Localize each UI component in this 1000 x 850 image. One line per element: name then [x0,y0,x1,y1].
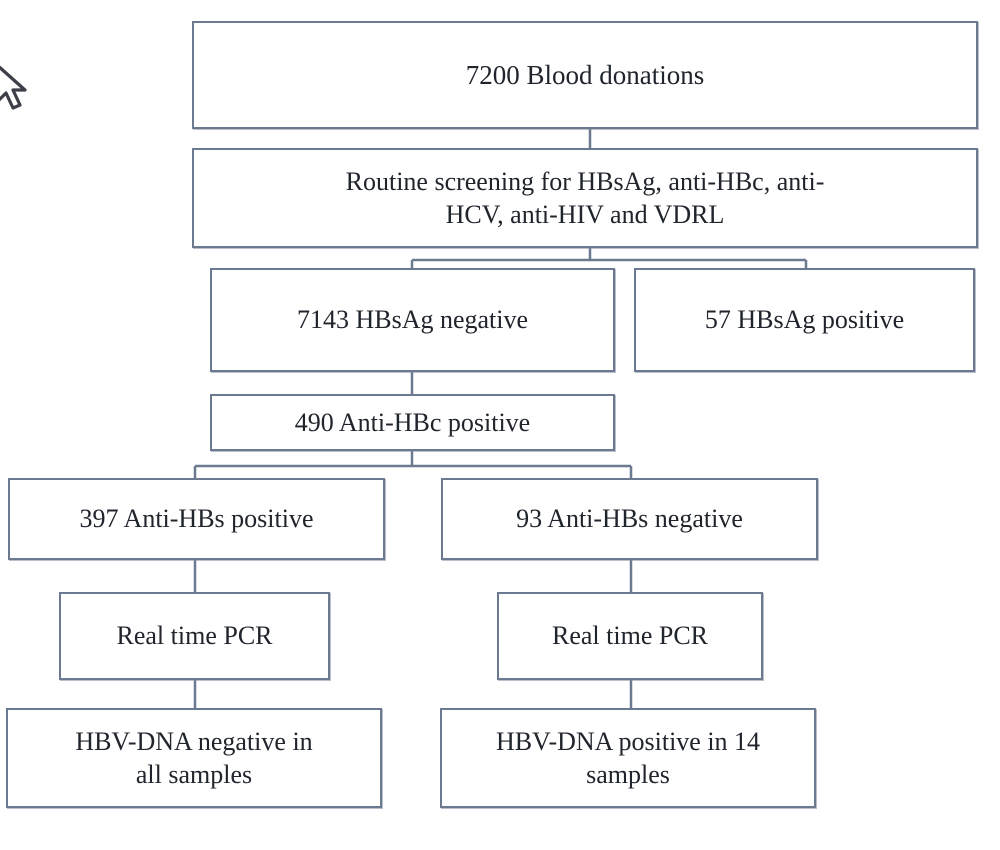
node-label: HBV-DNA negative in all samples [75,726,313,789]
node-label: HBV-DNA positive in 14 samples [495,726,761,789]
node-label: Real time PCR [552,621,708,651]
mouse-pointer-icon [0,65,27,110]
node-hbsag-negative: 7143 HBsAg negative [210,268,615,372]
node-label: 93 Anti-HBs negative [516,504,743,534]
node-antihbs-negative: 93 Anti-HBs negative [441,478,818,560]
node-label: 57 HBsAg positive [704,305,905,335]
node-label: 397 Anti-HBs positive [79,504,314,534]
node-blood-donations: 7200 Blood donations [192,21,978,129]
node-hbsag-positive: 57 HBsAg positive [634,268,975,372]
node-real-time-pcr-left: Real time PCR [59,592,330,680]
node-label: Routine screening for HBsAg, anti-HBc, a… [345,166,825,229]
node-hbvdna-negative: HBV-DNA negative in all samples [6,708,382,808]
node-antihbs-positive: 397 Anti-HBs positive [8,478,385,560]
node-hbvdna-positive: HBV-DNA positive in 14 samples [440,708,816,808]
node-antihbc-positive: 490 Anti-HBc positive [210,394,615,451]
node-real-time-pcr-right: Real time PCR [497,592,763,680]
node-routine-screening: Routine screening for HBsAg, anti-HBc, a… [192,148,978,248]
node-label: Real time PCR [116,621,273,651]
node-label: 7143 HBsAg negative [296,305,529,335]
node-label: 490 Anti-HBc positive [294,407,531,437]
node-label: 7200 Blood donations [465,59,705,90]
